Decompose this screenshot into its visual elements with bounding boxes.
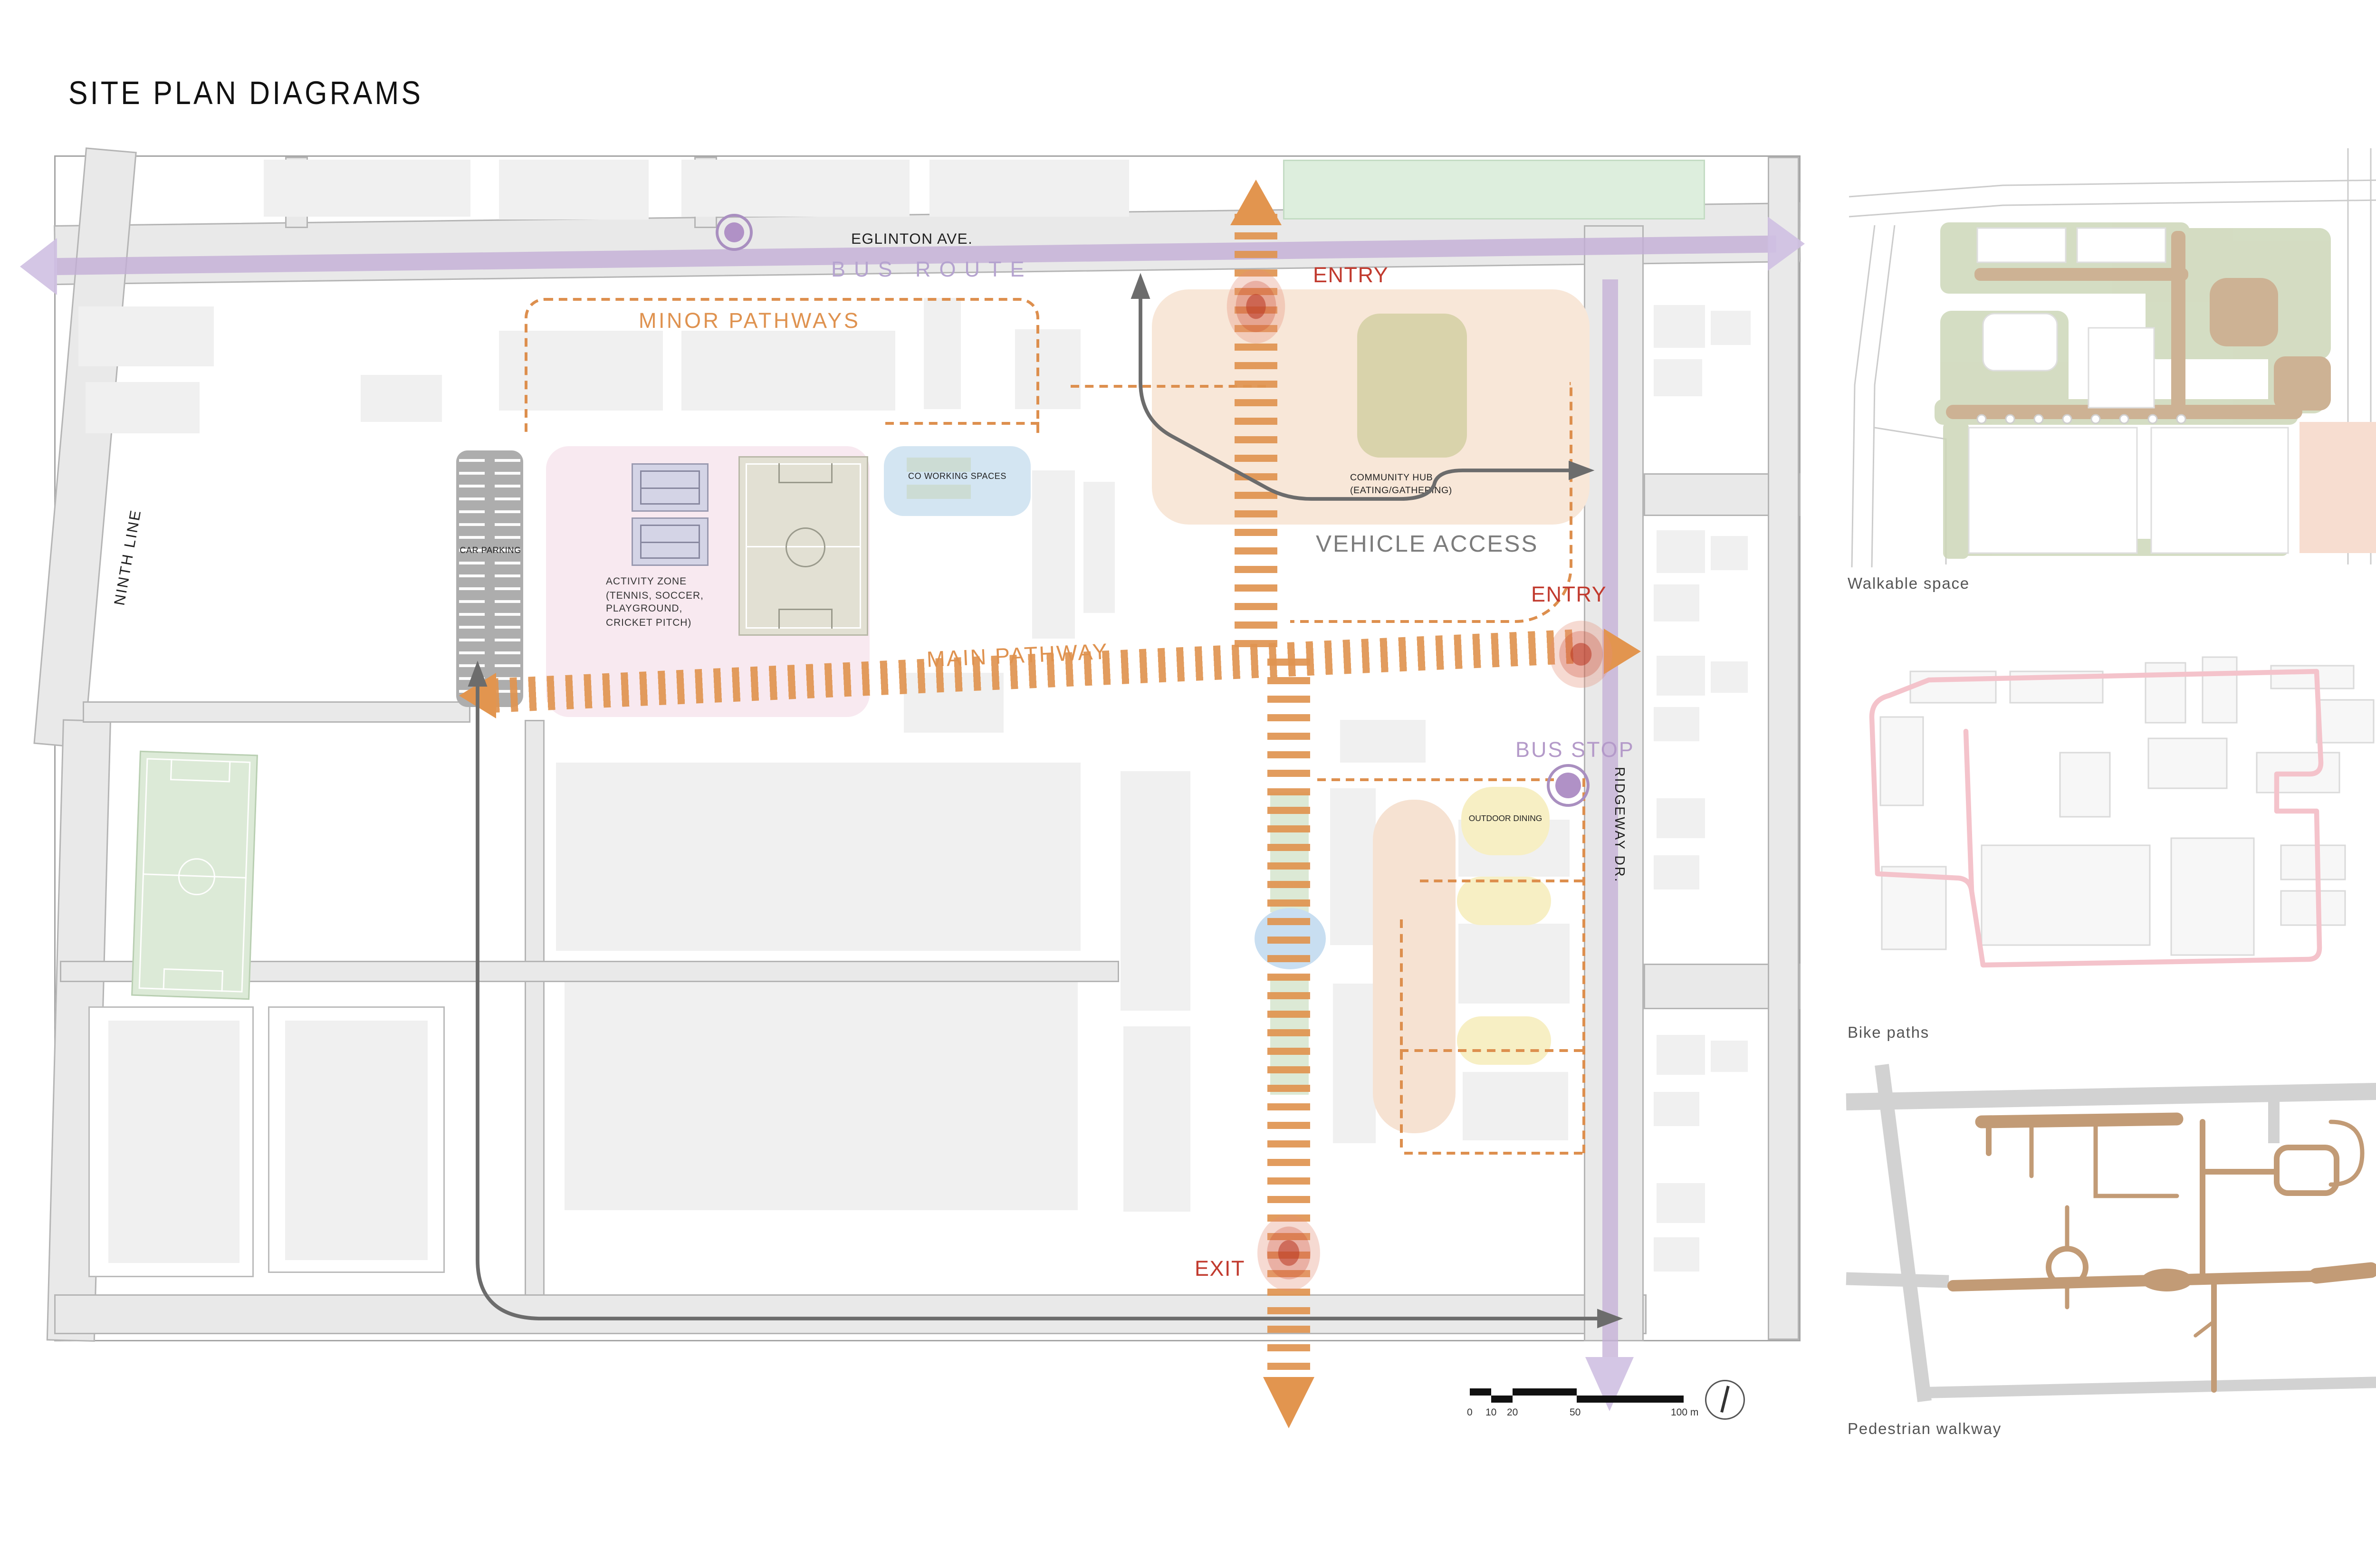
road-west-branch bbox=[83, 701, 470, 723]
house bbox=[1711, 311, 1751, 345]
coworking-block bbox=[907, 485, 971, 499]
house bbox=[1711, 1041, 1748, 1072]
pathway-arrow-south bbox=[1263, 1377, 1314, 1428]
scale-tick: 10 bbox=[1485, 1408, 1497, 1418]
building bbox=[1032, 470, 1075, 639]
court-net bbox=[640, 542, 700, 543]
goal-box bbox=[777, 463, 832, 483]
car-parking-label: CAR PARKING bbox=[460, 547, 521, 556]
street-label-ridgeway: RIDGEWAY DR. bbox=[1611, 767, 1627, 883]
thumbnail-label-pedestrian: Pedestrian walkway bbox=[1848, 1421, 2002, 1438]
building bbox=[264, 160, 470, 217]
transit-stop-marker bbox=[716, 214, 753, 251]
house bbox=[1711, 536, 1748, 570]
building bbox=[499, 160, 649, 220]
page-title: SITE PLAN DIAGRAMS bbox=[68, 74, 423, 111]
house bbox=[1657, 1035, 1705, 1075]
bus-route-label: BUS ROUTE bbox=[831, 258, 1033, 282]
house bbox=[1657, 1183, 1705, 1223]
scale-seg bbox=[1577, 1396, 1684, 1403]
house bbox=[1654, 584, 1699, 621]
coworking-label: CO WORKING SPACES bbox=[908, 473, 1006, 482]
scale-seg bbox=[1470, 1388, 1491, 1396]
bus-stop-label: BUS STOP bbox=[1515, 738, 1635, 763]
house bbox=[1657, 656, 1705, 696]
house bbox=[1654, 855, 1699, 889]
minor-pathway-loop-nw bbox=[525, 298, 1039, 435]
house bbox=[1654, 1237, 1699, 1272]
vehicle-route-south bbox=[468, 660, 1623, 1329]
scale-tick: 20 bbox=[1507, 1408, 1518, 1418]
court-net bbox=[640, 488, 700, 489]
pathway-arrow-north bbox=[1230, 180, 1282, 225]
coworking-zone: CO WORKING SPACES bbox=[884, 446, 1031, 516]
thumbnail-label-walkable: Walkable space bbox=[1848, 576, 1970, 593]
building bbox=[924, 298, 961, 409]
scale-seg bbox=[1491, 1396, 1513, 1403]
activity-zone-line: CRICKET PITCH) bbox=[606, 618, 692, 628]
parking-stalls bbox=[495, 459, 520, 698]
minor-pathway-hub-loop bbox=[1290, 382, 1572, 623]
building bbox=[1083, 482, 1115, 613]
activity-zone-line: (TENNIS, SOCCER, bbox=[606, 591, 704, 601]
thumbnail-pedestrian-walkway bbox=[1846, 1064, 2376, 1402]
tennis-court-2 bbox=[632, 517, 709, 566]
building bbox=[285, 1021, 428, 1260]
thumbnail-walkable-space bbox=[1849, 148, 2376, 568]
street-label-eglinton: EGLINTON AVE. bbox=[851, 231, 973, 248]
field-circle bbox=[785, 527, 825, 567]
house bbox=[1657, 798, 1705, 838]
goal-box bbox=[777, 609, 832, 629]
compass-needle bbox=[1720, 1386, 1729, 1413]
parking-stalls bbox=[459, 459, 485, 698]
vehicle-route-north bbox=[1131, 273, 1595, 501]
scale-bar: 0 10 20 50 100 m bbox=[1467, 1388, 1699, 1423]
minor-pathway-seg bbox=[885, 422, 1039, 425]
building bbox=[78, 306, 214, 366]
building bbox=[361, 375, 442, 422]
scale-tick: 50 bbox=[1570, 1408, 1581, 1418]
building bbox=[108, 1021, 240, 1263]
scale-seg bbox=[1513, 1388, 1577, 1396]
minor-pathways-label: MINOR PATHWAYS bbox=[639, 309, 861, 334]
building bbox=[681, 331, 895, 411]
house bbox=[1654, 1092, 1699, 1126]
road-east-edge bbox=[1768, 157, 1799, 1340]
house bbox=[1657, 530, 1705, 573]
building bbox=[86, 382, 200, 433]
house bbox=[1654, 305, 1705, 348]
north-compass-icon bbox=[1705, 1380, 1745, 1420]
activity-zone-line: PLAYGROUND, bbox=[606, 604, 683, 614]
scale-tick: 100 m bbox=[1671, 1408, 1699, 1418]
vehicle-access-label: VEHICLE ACCESS bbox=[1316, 532, 1539, 557]
activity-zone-line: ACTIVITY ZONE bbox=[606, 577, 687, 587]
thumbnail-label-bike: Bike paths bbox=[1848, 1025, 1930, 1042]
building bbox=[681, 160, 910, 217]
house bbox=[1654, 707, 1699, 741]
house bbox=[1711, 661, 1748, 693]
bus-route-arrow-west bbox=[20, 238, 57, 295]
coworking-block bbox=[907, 458, 971, 472]
scale-tick: 0 bbox=[1467, 1408, 1473, 1418]
building bbox=[929, 160, 1129, 217]
bus-route-arrow-east bbox=[1768, 217, 1805, 271]
tennis-court-1 bbox=[632, 463, 709, 512]
park-north-east bbox=[1283, 160, 1705, 220]
house bbox=[1654, 359, 1702, 396]
exit-label: EXIT bbox=[1195, 1257, 1245, 1281]
transit-stop-marker-fill bbox=[724, 222, 744, 242]
entry-label-north: ENTRY bbox=[1313, 264, 1389, 288]
activity-zone-label: ACTIVITY ZONE (TENNIS, SOCCER, PLAYGROUN… bbox=[606, 576, 741, 630]
building bbox=[1015, 329, 1081, 409]
thumbnail-bike-paths bbox=[1869, 656, 2375, 968]
soccer-field bbox=[738, 456, 868, 636]
entry-label-east: ENTRY bbox=[1531, 583, 1607, 607]
